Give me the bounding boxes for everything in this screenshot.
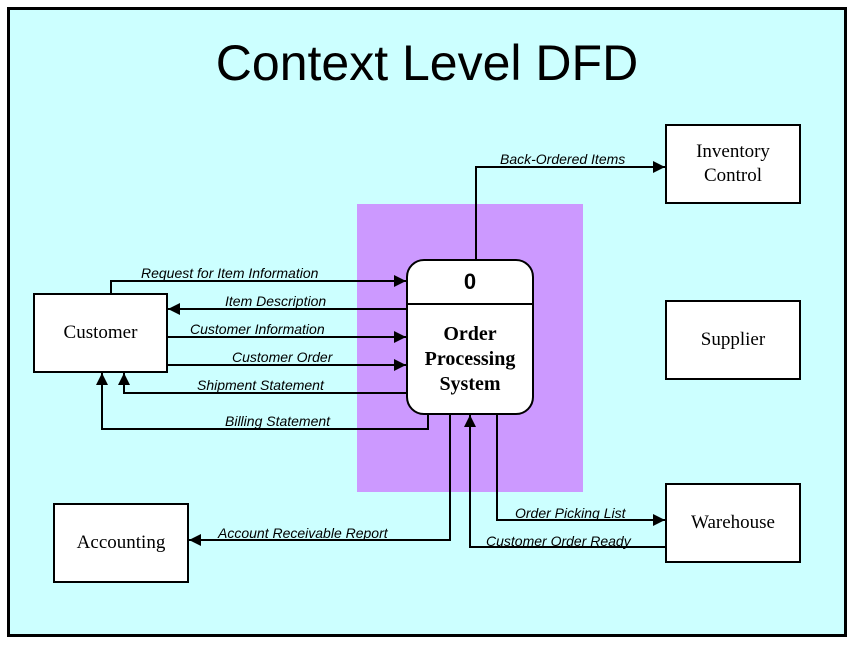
flow-back-ordered-items-label: Back-Ordered Items: [500, 151, 625, 167]
flow-customer-information: Customer Information: [168, 321, 406, 343]
diagram-title: Context Level DFD: [215, 35, 639, 91]
flow-customer-order-ready: Customer Order Ready: [464, 415, 665, 549]
entity-inventory-control-label: Inventory Control: [696, 141, 770, 186]
process-order-processing: 0 Order Processing System: [406, 259, 534, 415]
flow-shipment-statement-label: Shipment Statement: [197, 377, 325, 393]
flow-customer-order: Customer Order: [168, 349, 406, 371]
flow-billing-statement: Billing Statement: [96, 373, 429, 430]
flow-item-description: Item Description: [168, 293, 406, 315]
flow-account-receivable-report: Account Receivable Report: [189, 415, 451, 546]
entity-warehouse-label: Warehouse: [691, 512, 775, 533]
process-id: 0: [408, 261, 532, 305]
flow-customer-order-ready-label: Customer Order Ready: [486, 533, 632, 549]
flow-customer-order-label: Customer Order: [232, 349, 334, 365]
flow-back-ordered-items: Back-Ordered Items: [475, 151, 665, 259]
flow-item-description-label: Item Description: [225, 293, 326, 309]
entity-warehouse: Warehouse: [665, 483, 801, 563]
entity-customer: Customer: [33, 293, 168, 373]
flow-billing-statement-label: Billing Statement: [225, 413, 331, 429]
entity-accounting: Accounting: [53, 503, 189, 583]
flow-shipment-statement: Shipment Statement: [118, 373, 406, 394]
flow-order-picking-list: Order Picking List: [496, 415, 665, 526]
entity-supplier: Supplier: [665, 300, 801, 380]
entity-customer-label: Customer: [63, 322, 138, 343]
flow-request-for-item-information: Request for Item Information: [110, 265, 406, 293]
entity-inventory-control: Inventory Control: [665, 124, 801, 204]
flow-request-for-item-information-label: Request for Item Information: [141, 265, 319, 281]
flow-order-picking-list-label: Order Picking List: [515, 505, 627, 521]
process-name: Order Processing System: [424, 322, 516, 395]
entity-supplier-label: Supplier: [700, 329, 766, 350]
flow-customer-information-label: Customer Information: [190, 321, 325, 337]
flow-account-receivable-report-label: Account Receivable Report: [217, 525, 389, 541]
entity-accounting-label: Accounting: [76, 532, 166, 553]
